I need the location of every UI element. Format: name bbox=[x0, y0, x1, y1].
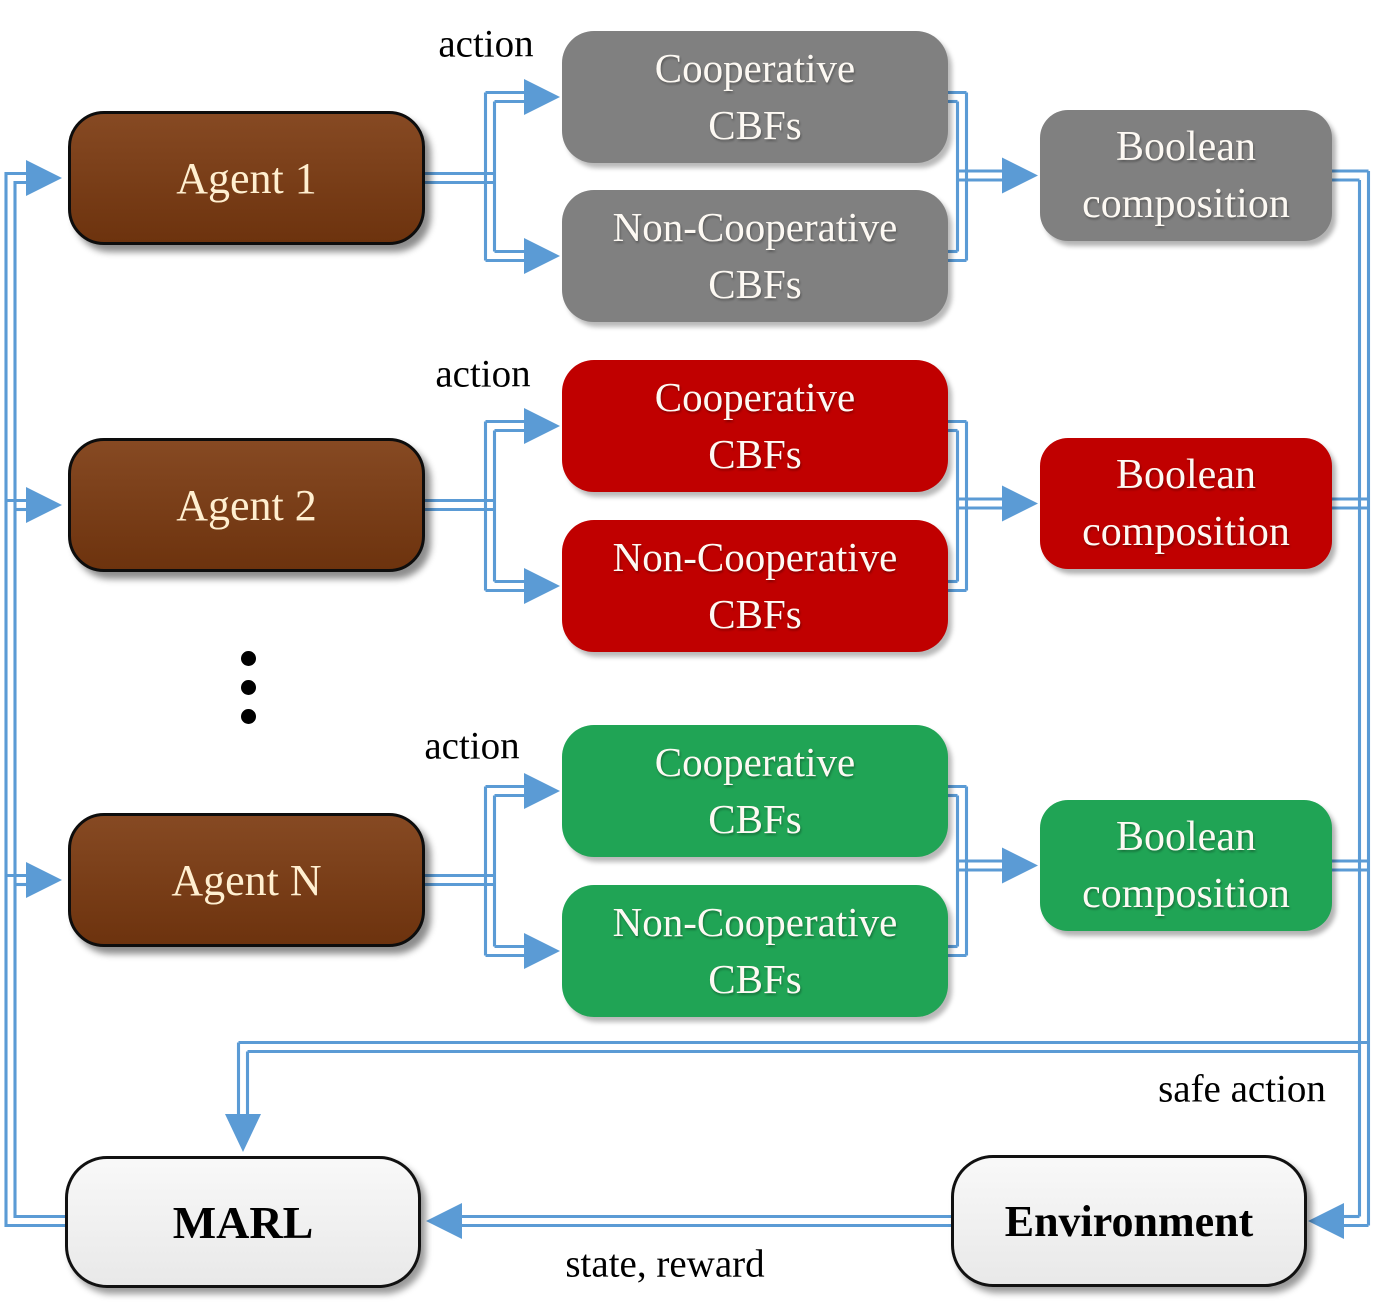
agent-2-label: Agent 2 bbox=[176, 480, 317, 530]
arrow-icon bbox=[26, 487, 62, 523]
arrow-icon bbox=[225, 1114, 261, 1152]
arrow-icon bbox=[524, 79, 560, 115]
safe-action-connector bbox=[225, 1040, 1369, 1152]
safe-action-label: safe action bbox=[1158, 1067, 1326, 1111]
agent1-merge-connector bbox=[948, 90, 1369, 263]
agent2-merge-connector bbox=[948, 419, 1369, 593]
boolean-composition-n-node: Boolean composition bbox=[1040, 800, 1332, 931]
agent-1-label: Agent 1 bbox=[176, 153, 317, 203]
agentN-merge-connector bbox=[948, 784, 1369, 958]
arrow-icon bbox=[1308, 1203, 1344, 1239]
marl-node: MARL bbox=[65, 1156, 421, 1288]
action-label-2: action bbox=[435, 352, 531, 396]
cooperative-cbfs-1-node: Cooperative CBFs bbox=[562, 31, 948, 163]
boolean-composition-2-node: Boolean composition bbox=[1040, 438, 1332, 569]
arrow-icon bbox=[1002, 847, 1038, 884]
vertical-ellipsis-icon bbox=[241, 651, 256, 738]
agent1-action-connector bbox=[425, 79, 560, 274]
non-cooperative-cbfs-n-node: Non-Cooperative CBFs bbox=[562, 885, 948, 1017]
non-cooperative-cbfs-2-node: Non-Cooperative CBFs bbox=[562, 520, 948, 652]
boolean-composition-1-node: Boolean composition bbox=[1040, 110, 1332, 241]
arrow-icon bbox=[524, 238, 560, 274]
arrow-icon bbox=[1002, 157, 1038, 194]
agent-1-node: Agent 1 bbox=[68, 111, 425, 245]
non-cooperative-cbfs-1-node: Non-Cooperative CBFs bbox=[562, 190, 948, 322]
state-reward-label: state, reward bbox=[565, 1242, 765, 1286]
arrow-icon bbox=[524, 933, 560, 969]
agent-n-node: Agent N bbox=[68, 813, 425, 947]
action-label-n: action bbox=[424, 724, 520, 768]
arrow-icon bbox=[524, 568, 560, 604]
cooperative-cbfs-n-node: Cooperative CBFs bbox=[562, 725, 948, 857]
agentN-action-connector bbox=[425, 773, 560, 969]
agent-n-label: Agent N bbox=[171, 855, 322, 905]
arrow-icon bbox=[524, 773, 560, 809]
agent-2-node: Agent 2 bbox=[68, 438, 425, 572]
arrow-icon bbox=[524, 408, 560, 444]
action-label-1: action bbox=[438, 22, 534, 66]
arrow-icon bbox=[426, 1203, 462, 1239]
arrow-icon bbox=[26, 160, 62, 196]
marl-to-agents-connector bbox=[4, 160, 65, 1228]
arrow-icon bbox=[1002, 485, 1038, 522]
marl-label: MARL bbox=[172, 1196, 314, 1248]
environment-node: Environment bbox=[951, 1155, 1307, 1287]
arrow-icon bbox=[26, 862, 62, 898]
environment-label: Environment bbox=[1004, 1196, 1254, 1246]
state-reward-connector bbox=[426, 1203, 951, 1239]
agent2-action-connector bbox=[425, 408, 560, 604]
cooperative-cbfs-2-node: Cooperative CBFs bbox=[562, 360, 948, 492]
